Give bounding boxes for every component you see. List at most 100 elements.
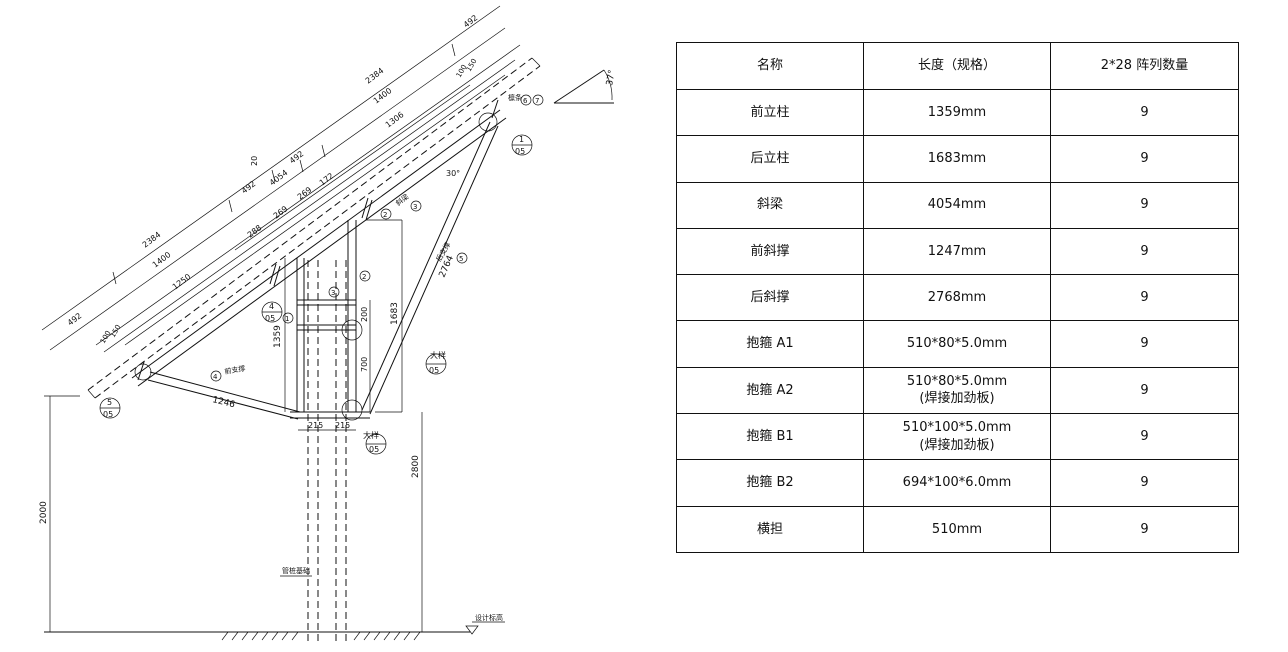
svg-text:172: 172 bbox=[318, 171, 336, 187]
svg-text:700: 700 bbox=[360, 357, 369, 372]
svg-text:前支撑: 前支撑 bbox=[224, 363, 246, 376]
header-qty: 2*28 阵列数量 bbox=[1050, 42, 1239, 90]
cell-qty: 9 bbox=[1050, 274, 1239, 322]
callouts: 1 05 5 05 4 05 05 05 2 3 1 4 5 3 2 6 bbox=[99, 94, 544, 455]
table-header-row: 名称 长度（规格） 2*28 阵列数量 bbox=[676, 42, 1239, 90]
cell-spec: 510*100*5.0mm(焊接加劲板) bbox=[863, 413, 1051, 461]
upper-dimension-lines bbox=[41, 5, 521, 353]
svg-text:492: 492 bbox=[66, 311, 84, 327]
table-row: 斜梁 4054mm 9 bbox=[676, 181, 1239, 229]
front-brace: 1246 bbox=[147, 371, 301, 420]
svg-text:1683: 1683 bbox=[390, 302, 400, 325]
svg-text:05: 05 bbox=[265, 314, 275, 323]
cell-name: 抱箍 B2 bbox=[676, 459, 864, 507]
svg-text:2000: 2000 bbox=[39, 501, 49, 524]
cell-spec: 510*80*5.0mm bbox=[863, 320, 1051, 368]
ground: 设计标高 管桩基础 bbox=[44, 566, 505, 641]
svg-text:215: 215 bbox=[335, 421, 350, 430]
cell-qty: 9 bbox=[1050, 320, 1239, 368]
cell-name: 前立柱 bbox=[676, 88, 864, 137]
table-row: 前斜撑 1247mm 9 bbox=[676, 227, 1239, 276]
structure-drawing: 37° 492 2384 20 492 492 2384 492 1400 14… bbox=[39, 5, 618, 645]
svg-text:150: 150 bbox=[465, 57, 479, 73]
svg-text:200: 200 bbox=[360, 307, 369, 322]
table-row: 抱箍 A2 510*80*5.0mm(焊接加劲板) 9 bbox=[676, 366, 1239, 415]
spec-table: 名称 长度（规格） 2*28 阵列数量 前立柱 1359mm 9 后立柱 168… bbox=[676, 42, 1239, 553]
svg-text:20: 20 bbox=[250, 156, 259, 166]
svg-text:7: 7 bbox=[535, 97, 539, 105]
table-row: 横担 510mm 9 bbox=[676, 505, 1239, 553]
cell-spec: 1359mm bbox=[863, 88, 1051, 137]
svg-text:2: 2 bbox=[362, 273, 366, 281]
svg-text:1306: 1306 bbox=[384, 110, 406, 129]
table-row: 抱箍 A1 510*80*5.0mm 9 bbox=[676, 320, 1239, 368]
cell-name: 抱箍 A1 bbox=[676, 320, 864, 368]
cell-qty: 9 bbox=[1050, 505, 1239, 553]
svg-text:30°: 30° bbox=[446, 169, 460, 178]
table-row: 前立柱 1359mm 9 bbox=[676, 88, 1239, 137]
cell-spec: 1247mm bbox=[863, 227, 1051, 276]
angle-indicator: 37° bbox=[553, 69, 618, 104]
svg-text:288: 288 bbox=[246, 223, 264, 239]
vertical-dimensions: 1359 1683 200 700 2800 2000 215 215 bbox=[39, 219, 423, 632]
solar-panel bbox=[87, 57, 541, 399]
svg-text:斜梁: 斜梁 bbox=[394, 192, 411, 208]
svg-text:4: 4 bbox=[213, 373, 218, 381]
pile-label: 管桩基础 bbox=[282, 566, 310, 575]
cell-qty: 9 bbox=[1050, 413, 1239, 461]
table-row: 抱箍 B2 694*100*6.0mm 9 bbox=[676, 459, 1239, 507]
svg-text:2800: 2800 bbox=[411, 455, 421, 478]
svg-text:4: 4 bbox=[269, 302, 274, 311]
svg-text:05: 05 bbox=[515, 147, 525, 156]
svg-text:1250: 1250 bbox=[171, 272, 193, 291]
svg-text:檩条: 檩条 bbox=[508, 93, 522, 102]
cell-name: 前斜撑 bbox=[676, 227, 864, 276]
cell-name: 斜梁 bbox=[676, 181, 864, 229]
cell-qty: 9 bbox=[1050, 227, 1239, 276]
svg-text:05: 05 bbox=[369, 445, 379, 454]
cell-name: 抱箍 B1 bbox=[676, 413, 864, 461]
svg-text:150: 150 bbox=[109, 323, 123, 339]
cell-spec: 1683mm bbox=[863, 135, 1051, 183]
header-spec: 长度（规格） bbox=[863, 42, 1051, 90]
svg-text:1359: 1359 bbox=[273, 325, 283, 348]
cell-spec: 694*100*6.0mm bbox=[863, 459, 1051, 507]
svg-text:4054: 4054 bbox=[268, 168, 290, 187]
columns bbox=[290, 220, 370, 419]
svg-text:05: 05 bbox=[103, 410, 113, 419]
cell-qty: 9 bbox=[1050, 181, 1239, 229]
cell-name: 横担 bbox=[676, 505, 864, 553]
ground-level-label: 设计标高 bbox=[475, 613, 503, 622]
svg-text:492: 492 bbox=[288, 149, 306, 165]
pile bbox=[307, 260, 347, 645]
svg-text:2: 2 bbox=[383, 211, 387, 219]
cell-spec: 510*80*5.0mm(焊接加劲板) bbox=[863, 366, 1051, 415]
header-name: 名称 bbox=[676, 42, 864, 90]
member-labels: 前支撑 后支撑 斜梁 檩条 大样 大样 bbox=[224, 93, 522, 440]
svg-text:492: 492 bbox=[240, 179, 258, 195]
svg-text:3: 3 bbox=[331, 289, 335, 297]
cell-name: 后立柱 bbox=[676, 135, 864, 183]
svg-text:05: 05 bbox=[429, 366, 439, 375]
svg-text:大样: 大样 bbox=[430, 350, 446, 360]
svg-text:215: 215 bbox=[308, 421, 323, 430]
svg-text:1: 1 bbox=[285, 315, 289, 323]
svg-text:1400: 1400 bbox=[372, 86, 394, 105]
svg-text:2384: 2384 bbox=[364, 66, 386, 85]
cell-spec: 510mm bbox=[863, 505, 1051, 553]
svg-text:269: 269 bbox=[296, 185, 314, 201]
cell-qty: 9 bbox=[1050, 366, 1239, 415]
cell-spec: 2768mm bbox=[863, 274, 1051, 322]
svg-text:5: 5 bbox=[107, 398, 112, 407]
slant-beam bbox=[131, 109, 507, 387]
cell-spec: 4054mm bbox=[863, 181, 1051, 229]
svg-text:1: 1 bbox=[519, 135, 524, 144]
svg-text:6: 6 bbox=[523, 97, 528, 105]
cell-qty: 9 bbox=[1050, 88, 1239, 137]
svg-text:5: 5 bbox=[459, 255, 463, 263]
angle-label: 37° bbox=[605, 69, 618, 86]
svg-text:3: 3 bbox=[413, 203, 417, 211]
svg-text:1246: 1246 bbox=[211, 395, 236, 410]
purlin-clips bbox=[137, 99, 499, 381]
table-row: 抱箍 B1 510*100*5.0mm(焊接加劲板) 9 bbox=[676, 413, 1239, 461]
